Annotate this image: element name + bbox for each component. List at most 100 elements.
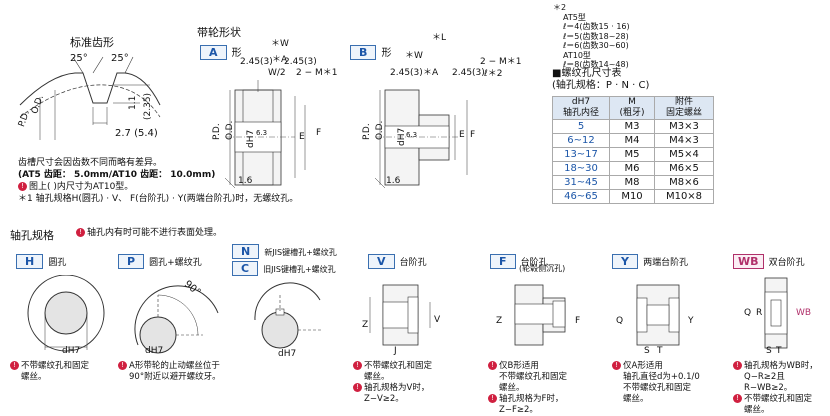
warning-icon: ! bbox=[488, 361, 497, 370]
pulley-a-pd-label: P.D. bbox=[212, 123, 222, 140]
note-line: 图上( )内尺寸为AT10型。 bbox=[29, 182, 134, 192]
footnote-line: ℓ＝4(齿数15 · 16) bbox=[563, 22, 630, 31]
table-cell: M8×6 bbox=[654, 175, 714, 190]
bore-wb-q: Q bbox=[744, 308, 752, 318]
bore-f-z: Z bbox=[496, 316, 503, 326]
pulley-a-drawing bbox=[224, 80, 306, 189]
tooth-height-at10-label: (2.35) bbox=[143, 92, 153, 120]
footnote-line: ℓ＝8(齿数14~48) bbox=[563, 60, 629, 69]
angle-left-label: 25° bbox=[70, 53, 88, 64]
bore-y-q: Q bbox=[616, 316, 624, 326]
pulley-shape-title: 带轮形状 bbox=[197, 26, 241, 39]
bore-nc-dh7: dH7 bbox=[278, 349, 297, 359]
bore-f-badge: F bbox=[490, 254, 516, 269]
pulley-a-ra-small: 1.6 bbox=[238, 176, 253, 186]
table-cell: 6~12 bbox=[552, 133, 610, 148]
table-cell: 31~45 bbox=[552, 175, 610, 190]
table-cell: M10 bbox=[609, 189, 655, 204]
bore-y-notes: !仅A形适用 轴孔直径d为+0.1/0 不带螺纹孔和固定 螺丝。 bbox=[612, 361, 700, 405]
pulley-a-e-label: E bbox=[299, 132, 305, 142]
screw-table-subtitle: (轴孔规格：P · N · C) bbox=[552, 80, 650, 91]
pulley-b-a-label: ＊A bbox=[423, 68, 439, 78]
pulley-b-ra-small: 1.6 bbox=[386, 176, 401, 186]
table-cell: M3 bbox=[609, 119, 655, 134]
angle-right-label: 25° bbox=[111, 53, 129, 64]
footnote-line: AT5型 bbox=[563, 12, 586, 22]
tooth-profile-title: 标准齿形 bbox=[70, 36, 114, 49]
warning-icon: ! bbox=[76, 228, 85, 237]
bore-f-drawing bbox=[514, 284, 566, 346]
bore-y-drawing bbox=[636, 284, 680, 346]
bore-wb-name: 双台阶孔 bbox=[768, 258, 805, 268]
pulley-a-f-label: F bbox=[316, 128, 322, 138]
bore-y-name: 两端台阶孔 bbox=[643, 258, 689, 268]
bore-type-f: F 台阶孔 bbox=[490, 250, 548, 269]
bore-y-s: S bbox=[644, 346, 650, 356]
pulley-b-pd-label: P.D. bbox=[362, 123, 372, 140]
shape-a-badge: A bbox=[200, 45, 227, 60]
bore-p-badge: P bbox=[118, 254, 145, 269]
pulley-a-left-dim: 2.45(3) bbox=[240, 57, 273, 67]
shape-a-suffix: 形 bbox=[231, 48, 242, 59]
pulley-b-ra-label: 6.3 bbox=[406, 131, 418, 139]
table-cell: M10×8 bbox=[654, 189, 714, 204]
bore-wb-notes: !轴孔规格为WB时， Q−R≥2且R−WB≥2。 !不带螺纹孔和固定 螺丝。 bbox=[733, 361, 830, 416]
footnote-star2: ＊2 AT5型 ℓ＝4(齿数15 · 16) ℓ＝5(齿数18~28) ℓ＝6(… bbox=[553, 3, 630, 70]
pulley-a-right-dim: 2.45(3) bbox=[284, 57, 317, 67]
bore-c-badge: C bbox=[232, 261, 259, 276]
bore-type-p: P 圆孔+螺纹孔 bbox=[118, 250, 202, 269]
screw-table-heading: ■螺纹孔尺寸表 (轴孔规格：P · N · C) bbox=[552, 68, 649, 92]
bore-section-title: 轴孔规格 bbox=[10, 229, 54, 242]
bore-n-name: 新JIS键槽孔+螺纹孔 bbox=[264, 248, 337, 257]
bore-h-dh7: dH7 bbox=[62, 346, 81, 356]
bore-wb-t: T bbox=[776, 346, 782, 356]
bore-v-name: 台阶孔 bbox=[399, 258, 427, 268]
pulley-b-e-label: E bbox=[459, 130, 465, 140]
shape-b-badge: B bbox=[350, 45, 377, 60]
bore-type-wb: WB 双台阶孔 bbox=[733, 250, 805, 269]
note-line: ＊1 轴孔规格H(圆孔) · V、 F(台阶孔) · Y(两端台阶孔)时，无螺纹… bbox=[18, 194, 299, 204]
warning-icon: ! bbox=[733, 394, 742, 403]
pulley-b-od-label: O.D. bbox=[375, 120, 385, 140]
warning-icon: ! bbox=[612, 361, 621, 370]
bore-wb-wb: WB bbox=[796, 308, 812, 318]
table-cell: 13~17 bbox=[552, 147, 610, 162]
shape-b-heading: B 形 bbox=[350, 41, 391, 60]
table-cell: M6 bbox=[609, 161, 655, 176]
pulley-a-screw-label: 2 − M＊1 bbox=[296, 68, 338, 78]
warning-icon: ! bbox=[118, 361, 127, 370]
bore-p-drawing bbox=[134, 285, 219, 354]
pulley-b-screw-label: 2 − M＊1 bbox=[480, 57, 522, 67]
table-cell: M4×3 bbox=[654, 133, 714, 148]
bore-y-badge: Y bbox=[612, 254, 638, 269]
bore-p-notes: !A形带轮的止动螺丝位于 90°附近以避开螺纹牙。 bbox=[118, 361, 221, 383]
pulley-a-od-label: O.D. bbox=[225, 120, 235, 140]
bore-v-j: J bbox=[394, 346, 397, 356]
pulley-a-w2-label: W/2 bbox=[268, 68, 286, 78]
shape-b-suffix: 形 bbox=[381, 48, 392, 59]
table-cell: M5 bbox=[609, 147, 655, 162]
pulley-b-f-label: F bbox=[470, 130, 476, 140]
bore-v-badge: V bbox=[368, 254, 395, 269]
bore-p-dh7: dH7 bbox=[145, 346, 164, 356]
table-cell: 18~30 bbox=[552, 161, 610, 176]
bore-type-h: H 圆孔 bbox=[16, 250, 66, 269]
warning-icon: ! bbox=[488, 394, 497, 403]
table-cell: 46~65 bbox=[552, 189, 610, 204]
bore-wb-r: R bbox=[756, 308, 763, 318]
screw-table-title: ■螺纹孔尺寸表 bbox=[552, 68, 622, 79]
bore-f-notes: !仅B形适用 不带螺纹孔和固定 螺丝。 !轴孔规格为F时， Z−F≥2。 bbox=[488, 361, 567, 416]
warning-icon: ! bbox=[10, 361, 19, 370]
bore-h-name: 圆孔 bbox=[48, 258, 67, 268]
bore-h-notes: !不带螺纹孔和固定 螺丝。 bbox=[10, 361, 89, 383]
table-cell: 5 bbox=[552, 119, 610, 134]
bore-wb-drawing bbox=[764, 277, 788, 349]
footnote-line: ℓ＝5(齿数18~28) bbox=[563, 31, 629, 41]
pulley-b-e2-label: ℓ＊2 bbox=[484, 69, 503, 79]
footnote-star2-mark: ＊2 bbox=[553, 3, 567, 12]
tooth-profile-drawing bbox=[19, 56, 161, 140]
pulley-a-a-label: ＊A bbox=[272, 55, 288, 65]
